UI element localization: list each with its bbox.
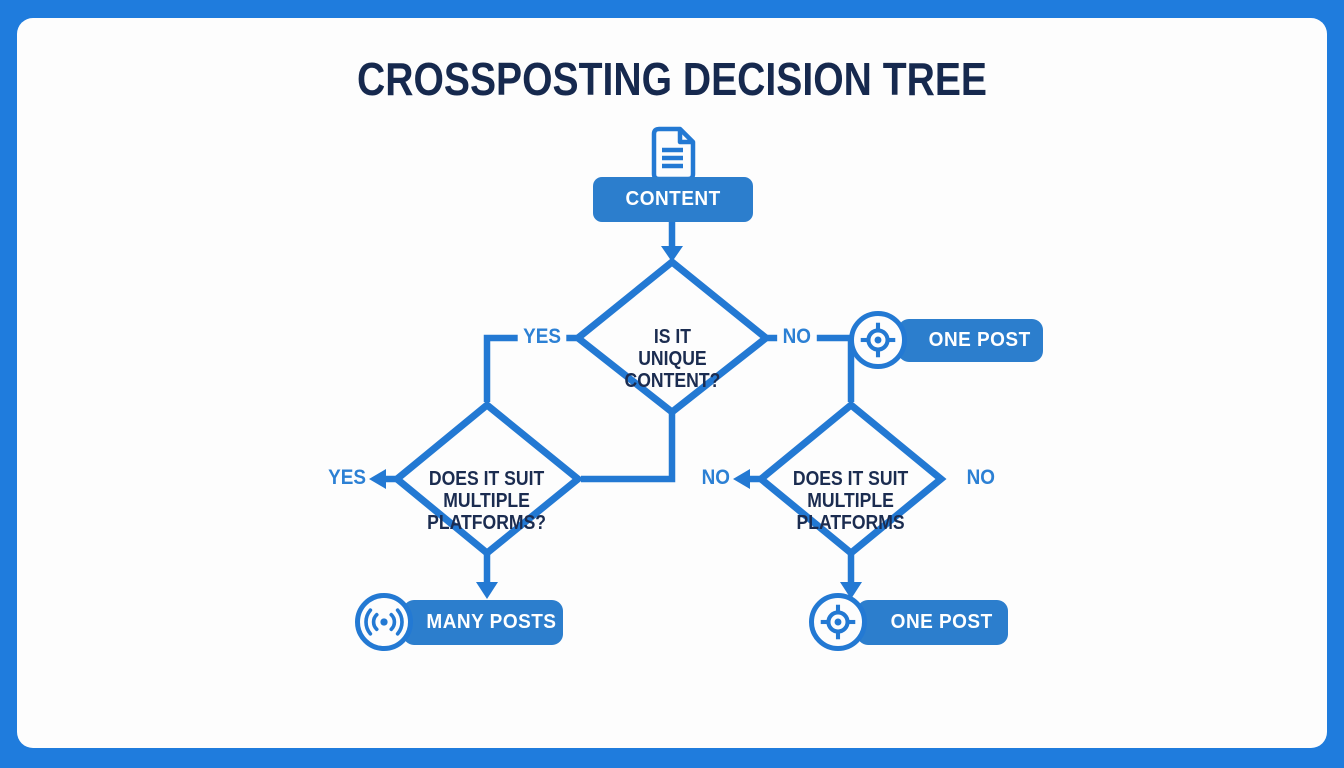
document-icon — [651, 126, 696, 182]
many-posts-label: MANY POSTS — [425, 611, 557, 633]
decision3-no-right-label: NO — [966, 466, 996, 489]
arrowhead-down-many-posts — [476, 582, 498, 599]
decision2-yes-label: YES — [328, 466, 366, 489]
broadcast-icon — [355, 593, 413, 651]
one-post-top-label: ONE POST — [928, 329, 1031, 351]
decision3-no-left-label: NO — [701, 466, 731, 489]
target-icon — [849, 311, 907, 369]
content-node: CONTENT — [593, 177, 753, 222]
decision2-question: DOES IT SUIT MULTIPLE PLATFORMS? — [427, 468, 547, 534]
decision1-question: IS IT UNIQUE CONTENT? — [624, 326, 720, 392]
arrowhead-left-no — [733, 469, 750, 489]
decision3-diamond — [755, 400, 947, 558]
edge-decision1-to-decision2 — [581, 412, 676, 483]
arrowhead-down-decision1 — [661, 246, 683, 262]
target-icon — [809, 593, 867, 651]
decision1-no-label: NO — [757, 325, 837, 349]
page-title: CROSSPOSTING DECISION TREE — [356, 53, 988, 105]
many-posts-node: MANY POSTS — [403, 600, 563, 645]
one-post-bottom-label: ONE POST — [890, 611, 993, 633]
arrowhead-left-yes — [369, 469, 386, 489]
one-post-bottom-node: ONE POST — [857, 600, 1008, 645]
decision2-diamond — [391, 400, 584, 558]
decision1-diamond — [572, 257, 772, 417]
decision1-yes-label: YES — [502, 325, 582, 349]
one-post-top-node: ONE POST — [898, 319, 1043, 362]
decision3-question: DOES IT SUIT MULTIPLE PLATFORMS — [793, 468, 909, 534]
content-node-label: CONTENT — [625, 188, 721, 210]
arrowhead-down-one-post — [840, 582, 862, 599]
